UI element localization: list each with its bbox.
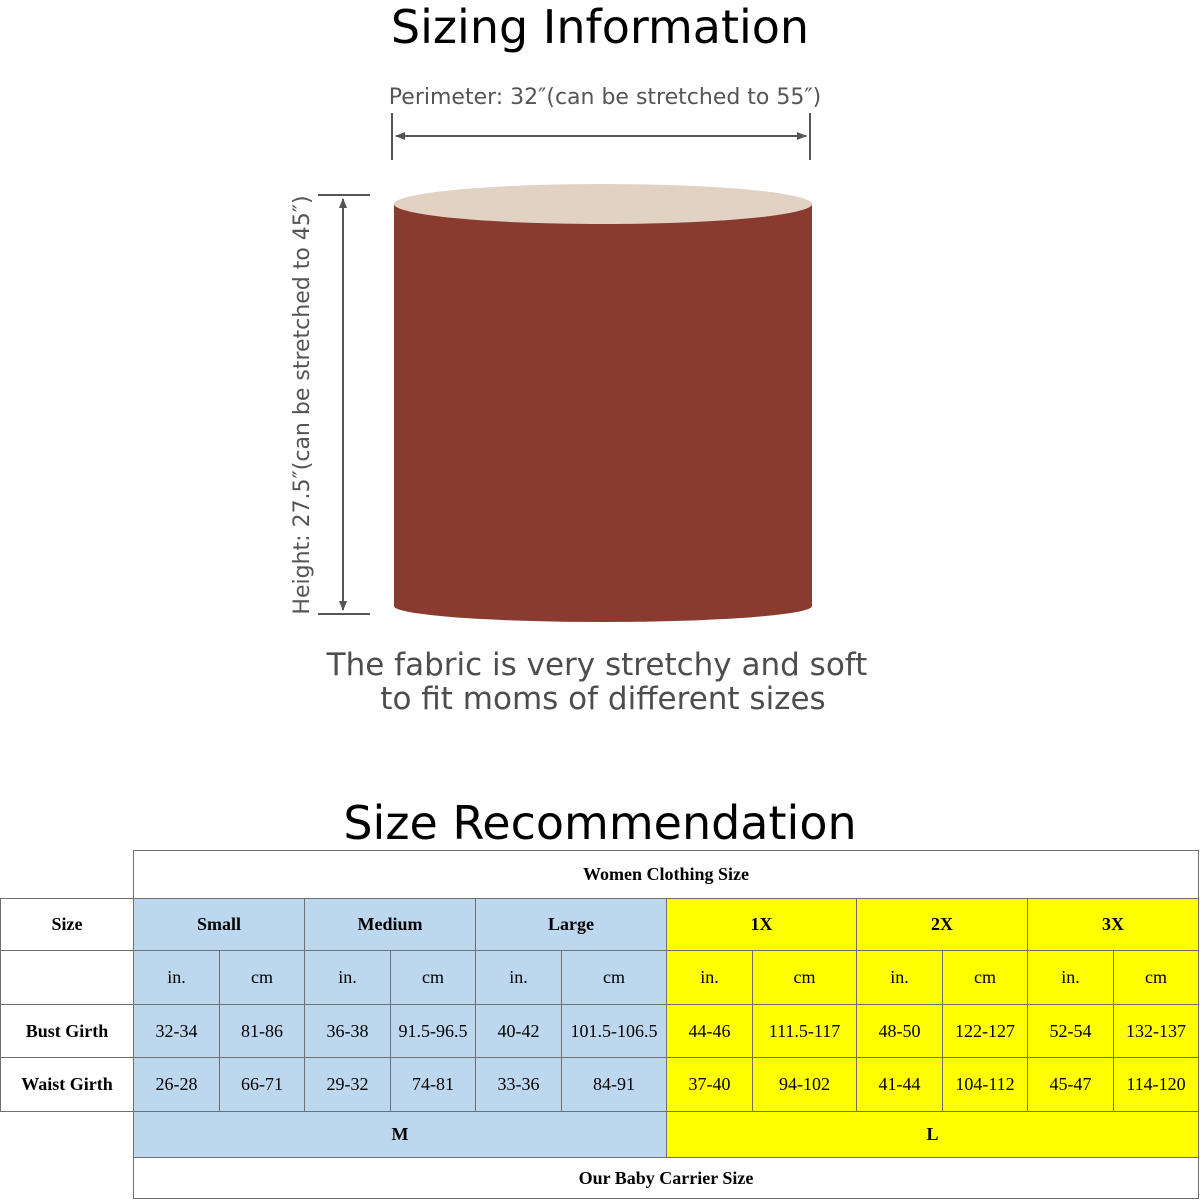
table-cell: 33-36	[475, 1057, 562, 1112]
perimeter-label: Perimeter: 32″(can be stretched to 55″)	[389, 85, 821, 110]
table-cell: 37-40	[666, 1057, 753, 1112]
unit-in: in.	[856, 950, 943, 1005]
table-cell: 101.5-106.5	[561, 1004, 667, 1058]
size-table: Women Clothing Size Size Small Medium La…	[0, 850, 1199, 1199]
table-cell: 48-50	[856, 1004, 943, 1058]
table-cell: 122-127	[942, 1004, 1028, 1058]
recommendation-title: Size Recommendation	[343, 796, 857, 850]
height-label: Height: 27.5″(can be stretched to 45″)	[290, 195, 315, 614]
table-cell: 132-137	[1113, 1004, 1199, 1058]
table-cell: 66-71	[219, 1057, 305, 1112]
size-label: Size	[0, 898, 134, 951]
table-cell: 91.5-96.5	[390, 1004, 476, 1058]
size-2x: 2X	[856, 898, 1028, 951]
unit-in: in.	[304, 950, 391, 1005]
table-row: Waist Girth 26-28 66-71 29-32 74-81 33-3…	[0, 1057, 1199, 1112]
unit-row-label	[0, 950, 134, 1005]
tube-diagram: Perimeter: 32″(can be stretched to 55″) …	[290, 85, 821, 622]
size-small: Small	[133, 898, 305, 951]
unit-cm: cm	[752, 950, 857, 1005]
table-cell: 36-38	[304, 1004, 391, 1058]
unit-cm: cm	[942, 950, 1028, 1005]
table-cell: 111.5-117	[752, 1004, 857, 1058]
unit-cm: cm	[390, 950, 476, 1005]
table-cell: 26-28	[133, 1057, 220, 1112]
sizing-title: Sizing Information	[390, 0, 810, 54]
table-cell: 81-86	[219, 1004, 305, 1058]
unit-in: in.	[1027, 950, 1114, 1005]
description-line-2: to fit moms of different sizes	[380, 681, 826, 717]
waist-girth-label: Waist Girth	[0, 1057, 134, 1112]
carrier-size-m: M	[133, 1111, 667, 1158]
table-cell: 94-102	[752, 1057, 857, 1112]
unit-in: in.	[475, 950, 562, 1005]
unit-in: in.	[133, 950, 220, 1005]
table-cell: 41-44	[856, 1057, 943, 1112]
table-cell: 44-46	[666, 1004, 753, 1058]
size-medium: Medium	[304, 898, 476, 951]
unit-in: in.	[666, 950, 753, 1005]
table-cell: 84-91	[561, 1057, 667, 1112]
table-cell: 114-120	[1113, 1057, 1199, 1112]
women-clothing-size-header: Women Clothing Size	[133, 850, 1199, 899]
unit-cm: cm	[1113, 950, 1199, 1005]
size-1x: 1X	[666, 898, 857, 951]
table-cell: 29-32	[304, 1057, 391, 1112]
size-large: Large	[475, 898, 667, 951]
bust-girth-label: Bust Girth	[0, 1004, 134, 1058]
baby-carrier-size-footer: Our Baby Carrier Size	[133, 1157, 1199, 1199]
size-3x: 3X	[1027, 898, 1199, 951]
unit-cm: cm	[219, 950, 305, 1005]
table-cell: 45-47	[1027, 1057, 1114, 1112]
description-line-1: The fabric is very stretchy and soft	[326, 647, 868, 683]
carrier-size-l: L	[666, 1111, 1199, 1158]
table-cell: 104-112	[942, 1057, 1028, 1112]
table-cell: 40-42	[475, 1004, 562, 1058]
table-cell: 52-54	[1027, 1004, 1114, 1058]
table-row: Bust Girth 32-34 81-86 36-38 91.5-96.5 4…	[0, 1004, 1199, 1058]
cylinder-opening	[394, 184, 812, 224]
unit-cm: cm	[561, 950, 667, 1005]
table-cell: 74-81	[390, 1057, 476, 1112]
table-cell: 32-34	[133, 1004, 220, 1058]
cylinder-body	[394, 204, 812, 622]
